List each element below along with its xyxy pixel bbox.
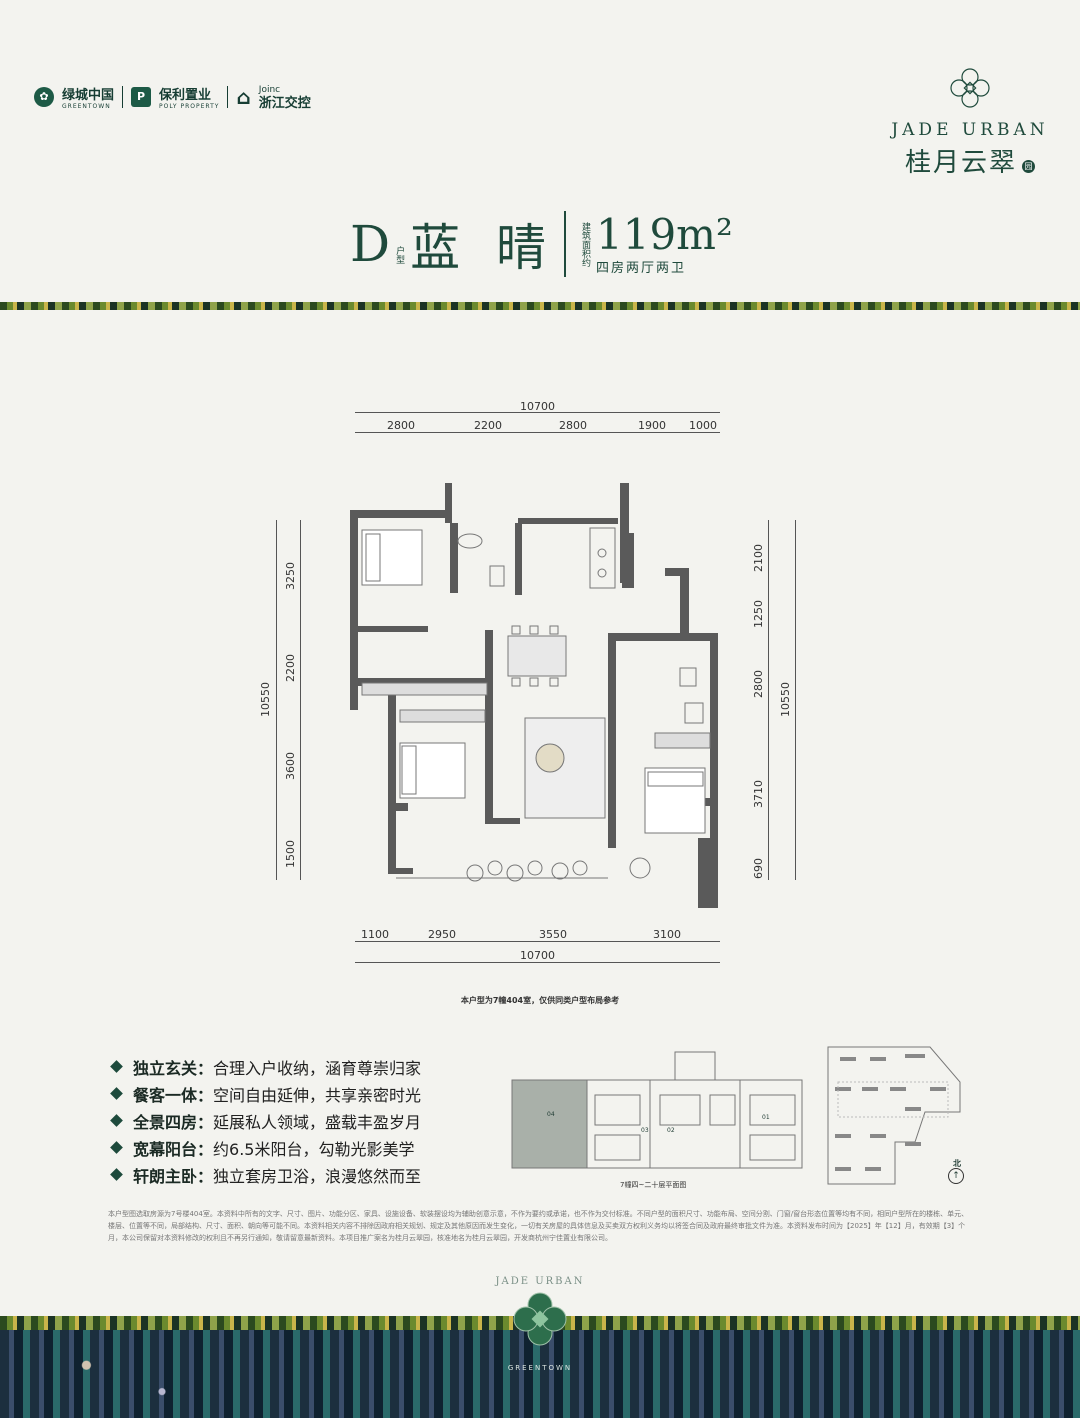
poly-logo: 保利置业 POLY PROPERTY bbox=[159, 88, 220, 110]
footer-brand: GREENTOWN bbox=[507, 1364, 573, 1372]
dim-line-left-total bbox=[276, 520, 277, 880]
dim-left: 2200 bbox=[284, 654, 297, 682]
unit-label: 02 bbox=[667, 1127, 675, 1134]
feature-item: 宽幕阳台：约6.5米阳台，勾勒光影美学 bbox=[110, 1134, 421, 1161]
dim-line-right-total bbox=[795, 520, 796, 880]
dim-bottom: 3550 bbox=[539, 928, 567, 941]
plan-note: 本户型为7幢404室，仅供同类户型布局参考 bbox=[460, 996, 620, 1005]
project-name-en: JADE URBAN bbox=[891, 120, 1049, 140]
dim-bottom: 1100 bbox=[361, 928, 389, 941]
dim-top: 2800 bbox=[387, 419, 415, 432]
dim-line-left bbox=[300, 520, 301, 880]
dim-top: 2200 bbox=[474, 419, 502, 432]
diamond-bullet-icon bbox=[110, 1060, 123, 1073]
unit-letter: D bbox=[350, 215, 391, 273]
dim-right: 3710 bbox=[752, 780, 765, 808]
footer-arc-text: JADE URBAN bbox=[495, 1276, 585, 1287]
dim-line-bottom bbox=[355, 941, 720, 942]
north-label: 北 bbox=[953, 1159, 961, 1168]
dim-top-total: 10700 bbox=[520, 400, 555, 413]
unit-name: 蓝 晴 bbox=[410, 219, 556, 277]
dim-top: 2800 bbox=[559, 419, 587, 432]
dim-right: 1250 bbox=[752, 600, 765, 628]
logo-divider bbox=[122, 86, 124, 108]
dim-top: 1900 bbox=[638, 419, 666, 432]
jade-flower-emblem-icon bbox=[513, 1292, 567, 1346]
diamond-bullet-icon bbox=[110, 1114, 123, 1127]
feature-item: 轩朗主卧：独立套房卫浴，浪漫悠然而至 bbox=[110, 1161, 421, 1188]
unit-area: 119m² bbox=[596, 209, 733, 259]
dim-right: 690 bbox=[752, 858, 765, 879]
project-logo: JADE URBAN 桂月云翠 园 bbox=[885, 66, 1055, 179]
logo-divider bbox=[227, 86, 229, 108]
key-plan bbox=[511, 1051, 803, 1169]
flower-emblem-icon bbox=[950, 68, 990, 108]
foliage-strip-top bbox=[0, 302, 1080, 310]
joinc-logo: Joinc 浙江交控 bbox=[258, 85, 311, 111]
feature-list: 独立玄关：合理入户收纳，涵育尊崇归家 餐客一体：空间自由延伸，共享亲密时光 全景… bbox=[110, 1053, 421, 1188]
dim-left: 3250 bbox=[284, 562, 297, 590]
site-plan bbox=[827, 1046, 961, 1185]
diamond-bullet-icon bbox=[110, 1141, 123, 1154]
diamond-bullet-icon bbox=[110, 1087, 123, 1100]
north-arrow-icon: ↑ bbox=[948, 1168, 964, 1184]
dim-line-right bbox=[768, 520, 769, 880]
unit-label: 03 bbox=[641, 1127, 649, 1134]
key-plan-caption: 7幢四~二十层平面图 bbox=[620, 1181, 687, 1189]
feature-item: 独立玄关：合理入户收纳，涵育尊崇归家 bbox=[110, 1053, 421, 1080]
dim-line-top bbox=[355, 432, 720, 433]
floor-plan bbox=[350, 483, 718, 908]
dim-left: 1500 bbox=[284, 840, 297, 868]
developer-logos: ✿ 绿城中国 GREENTOWN P 保利置业 POLY PROPERTY ⌂ … bbox=[34, 84, 311, 110]
area-label: 建筑面积约 bbox=[580, 221, 590, 267]
diamond-bullet-icon bbox=[110, 1168, 123, 1181]
project-name-cn: 桂月云翠 bbox=[904, 148, 1017, 178]
greentown-logo: 绿城中国 GREENTOWN bbox=[62, 88, 115, 110]
joinc-logo-icon: ⌂ bbox=[236, 85, 251, 109]
dim-right: 2100 bbox=[752, 544, 765, 572]
feature-item: 全景四房：延展私人领域，盛载丰盈岁月 bbox=[110, 1107, 421, 1134]
dim-bottom-total: 10700 bbox=[520, 949, 555, 962]
disclaimer: 本户型图选取房源为7号楼404室。本资料中所有的文字、尺寸、图片、功能分区、家具… bbox=[108, 1210, 969, 1242]
dim-left: 3600 bbox=[284, 752, 297, 780]
poly-logo-icon: P bbox=[131, 87, 152, 107]
dim-left-total: 10550 bbox=[259, 682, 272, 717]
greentown-logo-icon: ✿ bbox=[34, 87, 54, 107]
dim-right: 2800 bbox=[752, 670, 765, 698]
dim-right-total: 10550 bbox=[779, 682, 792, 717]
dim-top: 1000 bbox=[689, 419, 717, 432]
unit-title: D 户型 蓝 晴 建筑面积约 119m² 四房两厅两卫 bbox=[350, 208, 733, 280]
project-seal: 园 bbox=[1022, 160, 1036, 173]
unit-layout: 四房两厅两卫 bbox=[596, 260, 687, 276]
unit-label: 01 bbox=[762, 1114, 770, 1121]
unit-type-label: 户型 bbox=[394, 246, 405, 264]
unit-label: 04 bbox=[547, 1111, 555, 1118]
title-divider bbox=[564, 211, 566, 277]
dim-bottom: 3100 bbox=[653, 928, 681, 941]
feature-item: 餐客一体：空间自由延伸，共享亲密时光 bbox=[110, 1080, 421, 1107]
dim-line-bottom-total bbox=[355, 962, 720, 963]
dim-line-top-total bbox=[355, 412, 720, 413]
dim-bottom: 2950 bbox=[428, 928, 456, 941]
